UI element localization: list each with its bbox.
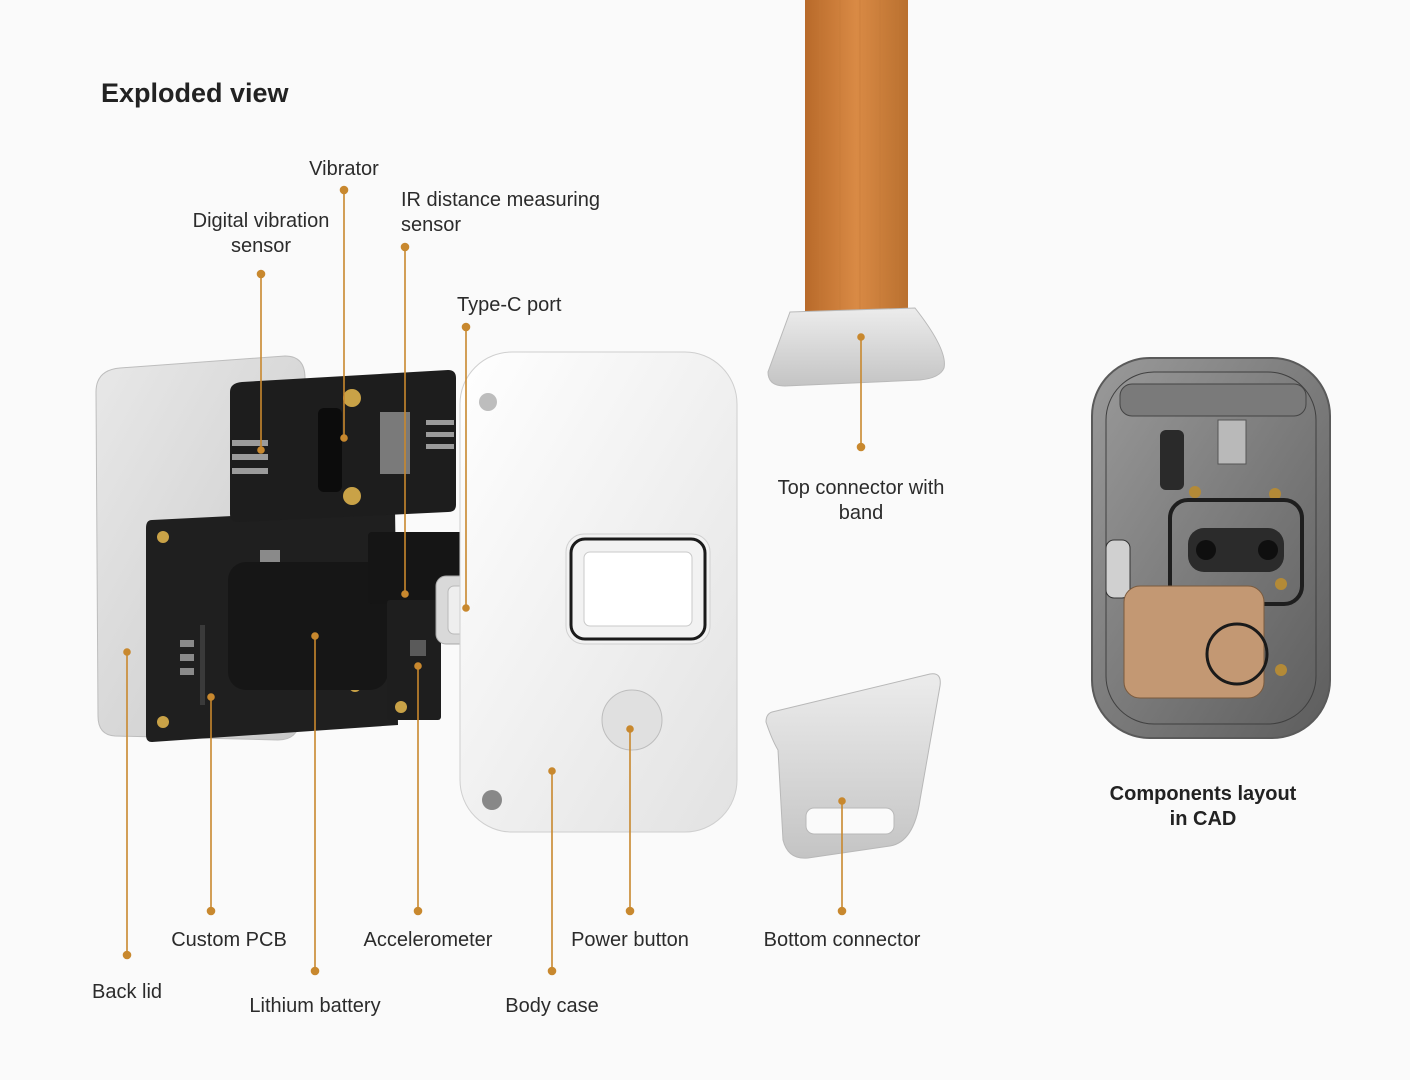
label-vibrator: Vibrator: [309, 158, 379, 180]
label-power-button: Power button: [571, 929, 689, 951]
power-button-cap: [601, 689, 663, 751]
leader-lines: [122, 185, 866, 976]
label-body-case: Body case: [505, 995, 599, 1017]
band: [805, 0, 908, 315]
cad-caption: Components layout in CAD: [1109, 783, 1297, 830]
sensor-board: [230, 370, 456, 522]
label-back-lid: Back lid: [91, 981, 163, 1003]
label-lithium-battery: Lithium battery: [249, 995, 381, 1017]
vibrator-component: [318, 408, 342, 492]
label-type-c-port: Type-C port: [457, 294, 562, 316]
page-title: Exploded view: [101, 78, 289, 108]
label-ir-sensor: IR distance measuring sensor: [401, 189, 600, 236]
body-case: [459, 351, 738, 833]
accelerometer-board: [387, 600, 441, 720]
label-accelerometer: Accelerometer: [363, 929, 493, 951]
label-bottom-connector: Bottom connector: [763, 929, 921, 951]
label-digital-vibration-sensor: Digital vibration sensor: [192, 210, 330, 257]
lithium-battery: [228, 562, 388, 690]
cad-render: [1091, 357, 1331, 739]
label-top-connector: Top connector with band: [777, 477, 945, 524]
label-custom-pcb: Custom PCB: [171, 929, 287, 951]
bottom-connector: [765, 673, 941, 859]
top-connector: [767, 307, 945, 387]
